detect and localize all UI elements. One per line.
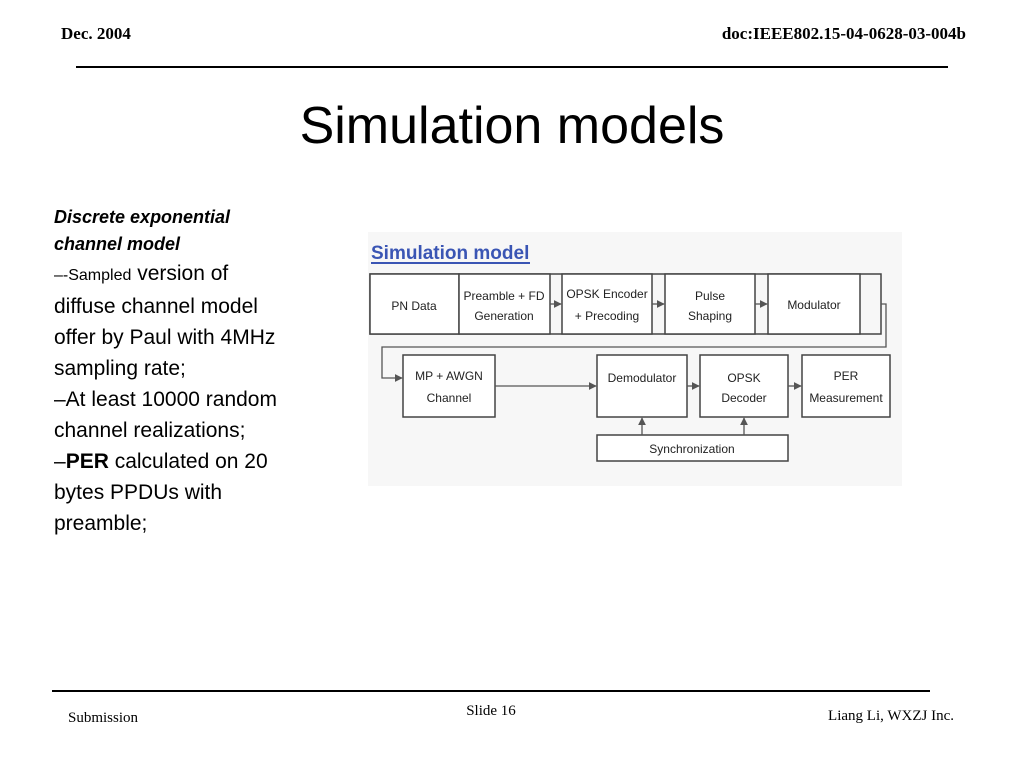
header-date: Dec. 2004	[61, 24, 131, 43]
bullet-1-line-4: sampling rate;	[54, 357, 186, 380]
footer-submission: Submission	[68, 710, 139, 726]
footer-author: Liang Li, WXZJ Inc.	[828, 708, 954, 724]
bullet-3-rest: calculated on 20	[108, 450, 268, 473]
encoder-block	[561, 273, 653, 335]
demodulator-block	[596, 354, 688, 418]
bullet-1-rest: version of	[131, 262, 229, 285]
header-doc-id: doc:IEEE802.15-04-0628-03-004b	[721, 24, 966, 43]
channel-label-2: Channel	[427, 391, 472, 405]
pn-data-label: PN Data	[391, 299, 437, 313]
sync-label: Synchronization	[649, 442, 734, 456]
encoder-label-2: + Precoding	[575, 309, 639, 323]
per-label-1: PER	[834, 369, 859, 383]
bullet-1-line-3: offer by Paul with 4MHz	[54, 326, 276, 349]
preamble-block	[458, 273, 551, 335]
slide-body: Discrete exponential channel model –-Sam…	[54, 204, 354, 539]
channel-block	[402, 354, 496, 418]
slide-title: Simulation models	[299, 97, 725, 155]
bullet-3-bold: PER	[65, 450, 109, 473]
bullet-3-dash: –	[54, 450, 66, 473]
simulation-model-diagram: Simulation model PN Data Preamble + FD G…	[368, 232, 902, 486]
per-label-2: Measurement	[809, 391, 883, 405]
pulse-label-2: Shaping	[688, 309, 732, 323]
header-divider	[76, 66, 948, 68]
synchronization-block	[596, 434, 789, 462]
bullet-1-line-1: –-Sampled version of	[54, 258, 354, 291]
encoder-label-1: OPSK Encoder	[566, 287, 647, 301]
decoder-label-2: Decoder	[721, 391, 766, 405]
bullet-2-line-1: –At least 10000 random	[54, 388, 277, 411]
bullet-1-prefix: –-Sampled	[54, 267, 132, 284]
pulse-label-1: Pulse	[695, 289, 725, 303]
bullet-2-line-2: channel realizations;	[54, 419, 246, 442]
footer-divider	[52, 690, 930, 692]
pulse-shaping-block	[664, 273, 756, 335]
per-measurement-block	[801, 354, 891, 418]
arrow-modulator-channel	[381, 303, 887, 382]
decoder-block	[699, 354, 789, 418]
pn-data-block	[369, 273, 460, 335]
bullet-3-line-2: bytes PPDUs with	[54, 481, 223, 504]
footer-slide-number: Slide 16	[466, 703, 516, 719]
diagram-title: Simulation model	[371, 243, 529, 264]
channel-label-1: MP + AWGN	[415, 369, 483, 383]
bullet-1-line-2: diffuse channel model	[54, 295, 258, 318]
preamble-label-2: Generation	[474, 309, 533, 323]
subheading-line-2: channel model	[54, 234, 181, 254]
modulator-label: Modulator	[787, 298, 840, 312]
bullet-3-line-3: preamble;	[54, 512, 148, 535]
decoder-label-1: OPSK	[727, 371, 760, 385]
preamble-label-1: Preamble + FD	[463, 289, 544, 303]
bullet-3-line-1: –PER calculated on 20	[54, 446, 354, 477]
subheading-line-1: Discrete exponential	[54, 207, 231, 227]
modulator-block	[767, 273, 861, 335]
demodulator-label: Demodulator	[608, 371, 677, 385]
